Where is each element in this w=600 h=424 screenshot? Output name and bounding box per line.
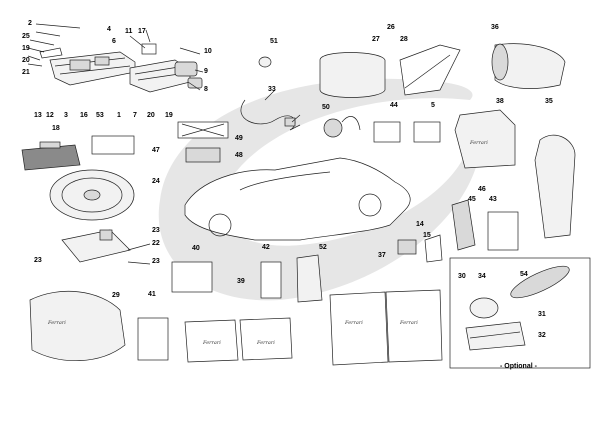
callout-27: 27 <box>372 36 380 43</box>
cover-27 <box>319 52 386 98</box>
callout-23c: 23 <box>152 258 160 265</box>
brand-logo-script: Ferrari <box>345 320 363 326</box>
golf-bag-35 <box>534 134 576 239</box>
callout-29: 29 <box>112 292 120 299</box>
callout-18: 18 <box>52 125 60 132</box>
document-42 <box>260 261 282 299</box>
callout-38: 38 <box>496 98 504 105</box>
part-32 <box>465 321 526 351</box>
manual-5 <box>413 121 441 143</box>
callout-44: 44 <box>390 102 398 109</box>
brand-logo-script: Ferrari <box>203 340 221 346</box>
optional-label: - Optional - <box>500 363 537 370</box>
duffel-bag-36 <box>494 43 566 89</box>
suitcase-39b <box>239 317 293 361</box>
part-14 <box>397 239 417 255</box>
callout-36: 36 <box>491 24 499 31</box>
brand-logo-script: Ferrari <box>470 140 488 146</box>
car-illustration <box>184 157 411 241</box>
callout-3: 3 <box>64 112 68 119</box>
cover-48 <box>185 147 221 163</box>
tool-roll <box>129 43 203 93</box>
callout-10: 10 <box>204 48 212 55</box>
callout-19b: 19 <box>165 112 173 119</box>
callout-46: 46 <box>478 186 486 193</box>
callout-28: 28 <box>400 36 408 43</box>
callout-34: 34 <box>478 273 486 280</box>
callout-22: 22 <box>152 240 160 247</box>
callout-4: 4 <box>107 26 111 33</box>
callout-25: 25 <box>22 33 30 40</box>
lamp-50 <box>323 118 343 138</box>
document-40 <box>171 261 213 293</box>
extinguisher-54 <box>510 265 570 299</box>
callout-15: 15 <box>423 232 431 239</box>
cap-51 <box>258 56 272 68</box>
callout-52: 52 <box>319 244 327 251</box>
gloves-15 <box>424 234 443 263</box>
callout-42: 42 <box>262 244 270 251</box>
callout-32: 32 <box>538 332 546 339</box>
callout-40: 40 <box>192 245 200 252</box>
callout-8: 8 <box>204 86 208 93</box>
callout-16: 16 <box>80 112 88 119</box>
pouch-52 <box>296 254 323 303</box>
callout-17: 17 <box>138 28 146 35</box>
garment-bag-38 <box>454 109 516 169</box>
callout-13: 13 <box>34 112 42 119</box>
jack-22 <box>61 229 131 263</box>
bag-18 <box>21 144 81 171</box>
suitcase-37b <box>385 289 443 363</box>
manual-44 <box>373 121 401 143</box>
callout-53: 53 <box>96 112 104 119</box>
callout-24: 24 <box>152 178 160 185</box>
callout-11: 11 <box>125 28 133 35</box>
callout-5: 5 <box>431 102 435 109</box>
callout-33: 33 <box>268 86 276 93</box>
brand-logo-script: Ferrari <box>48 320 66 326</box>
callout-43: 43 <box>489 196 497 203</box>
callout-1: 1 <box>117 112 121 119</box>
callout-39: 39 <box>237 278 245 285</box>
callout-20: 20 <box>22 57 30 64</box>
callout-45: 45 <box>468 196 476 203</box>
callout-12: 12 <box>46 112 54 119</box>
callout-41: 41 <box>148 291 156 298</box>
callout-23: 23 <box>152 227 160 234</box>
callout-47: 47 <box>152 147 160 154</box>
callout-48: 48 <box>235 152 243 159</box>
bag-29 <box>29 290 126 362</box>
callout-31: 31 <box>538 311 546 318</box>
suitcase-39a <box>184 319 239 363</box>
callout-9: 9 <box>204 68 208 75</box>
callout-7: 7 <box>133 112 137 119</box>
part-43 <box>487 211 519 251</box>
callout-37: 37 <box>378 252 386 259</box>
callout-26: 26 <box>387 24 395 31</box>
callout-49: 49 <box>235 135 243 142</box>
brand-logo-script: Ferrari <box>257 340 275 346</box>
callout-51: 51 <box>270 38 278 45</box>
callout-2: 2 <box>28 20 32 27</box>
brand-logo-script: Ferrari <box>400 320 418 326</box>
callout-21: 21 <box>22 69 30 76</box>
callout-50: 50 <box>322 104 330 111</box>
callout-23b: 23 <box>34 257 42 264</box>
callout-30: 30 <box>458 273 466 280</box>
case-47 <box>91 135 135 155</box>
bracket-30 <box>469 297 499 319</box>
callout-19: 19 <box>22 45 30 52</box>
tool-tray-assembly <box>39 47 136 86</box>
callout-54: 54 <box>520 271 528 278</box>
callout-35: 35 <box>545 98 553 105</box>
callout-6: 6 <box>112 38 116 45</box>
suitcase-37a <box>329 291 389 366</box>
callout-20b: 20 <box>147 112 155 119</box>
callout-14: 14 <box>416 221 424 228</box>
part-45 <box>451 199 476 251</box>
booklet-41 <box>137 317 169 361</box>
